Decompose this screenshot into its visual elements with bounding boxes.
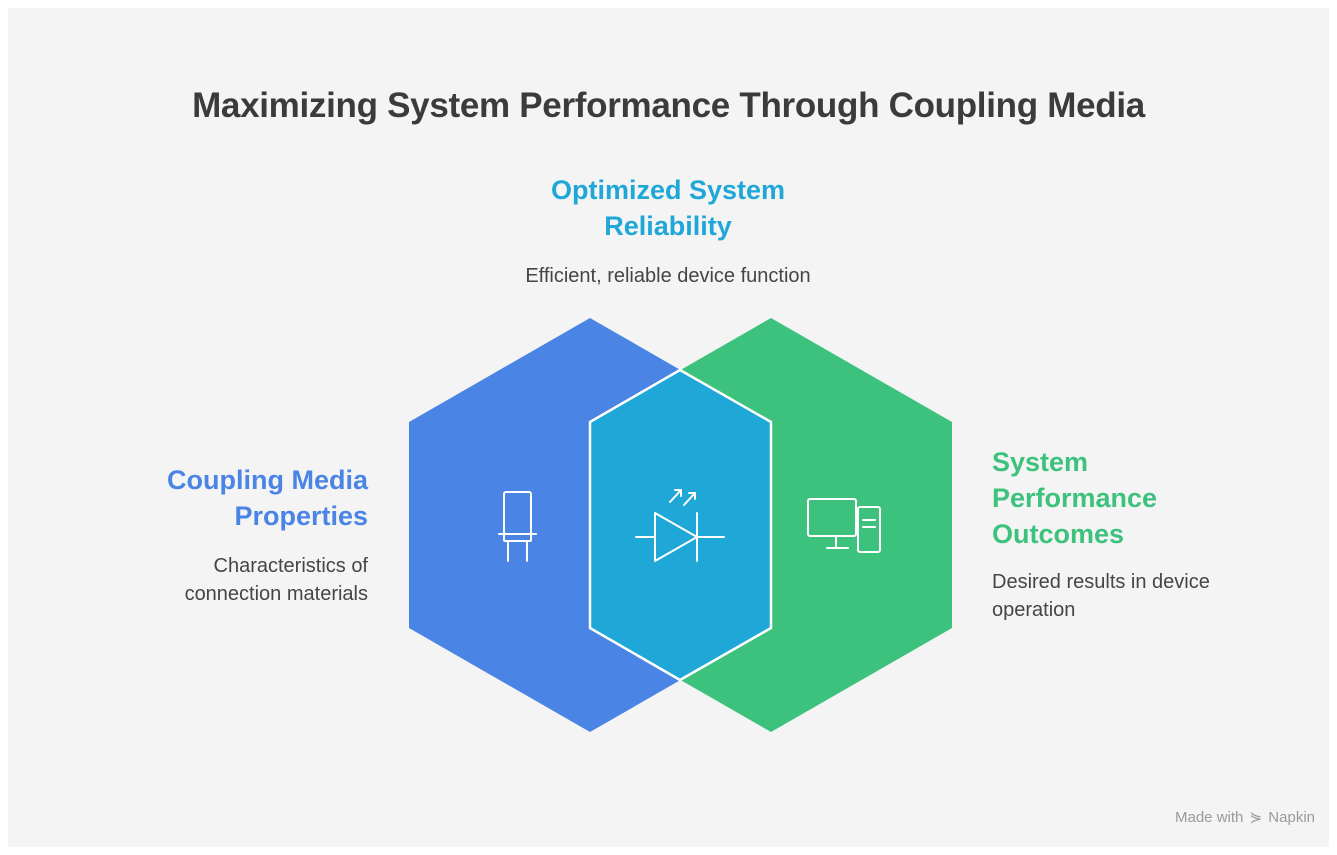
napkin-logo-icon: ⋟ <box>1249 809 1263 826</box>
watermark-brand: Napkin <box>1268 809 1315 826</box>
top-description: Efficient, reliable device function <box>525 265 811 287</box>
top-heading: Optimized System Reliability <box>418 172 918 244</box>
watermark-prefix: Made with <box>1175 809 1244 826</box>
right-heading-line2: Performance <box>992 483 1158 513</box>
left-description-line2: connection materials <box>184 583 368 605</box>
right-description-line2: operation <box>992 599 1076 621</box>
page-title: Maximizing System Performance Through Co… <box>192 86 1145 125</box>
top-heading-line1: Optimized System <box>550 175 786 205</box>
watermark: Made with ⋟ Napkin <box>1175 808 1315 826</box>
led-diode-icon <box>635 489 725 562</box>
right-description-line1: Desired results in device <box>992 571 1210 593</box>
center-overlap-hexagon <box>588 368 773 682</box>
capacitor-icon <box>498 491 537 562</box>
left-heading-line2: Properties <box>234 501 368 531</box>
left-description-line1: Characteristics of <box>213 555 369 577</box>
right-heading-line1: System <box>992 447 1089 477</box>
right-heading-line3: Outcomes <box>992 519 1125 549</box>
left-heading: Coupling Media Properties <box>100 462 368 534</box>
top-heading-line2: Reliability <box>604 211 732 241</box>
left-description: Characteristics of connection materials <box>100 552 368 608</box>
right-description: Desired results in device operation <box>992 568 1262 624</box>
right-heading: System Performance Outcomes <box>992 444 1242 552</box>
left-heading-line1: Coupling Media <box>167 465 368 495</box>
computer-icon <box>807 498 881 553</box>
